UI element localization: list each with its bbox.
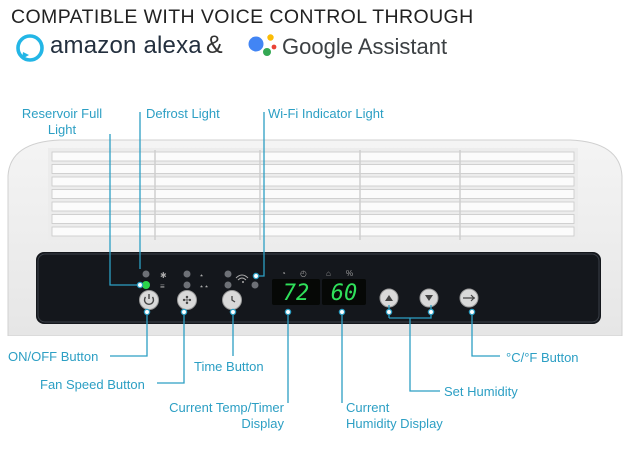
on-off-button-label: ON/OFF Button (8, 349, 99, 364)
humidity-icon: % (346, 269, 353, 278)
fan-speed-button-label: Fan Speed Button (40, 377, 145, 392)
fan-speed-icon: ⋆⋆ (199, 282, 209, 291)
vent-slat (51, 201, 575, 212)
reservoir-full-led (142, 270, 150, 278)
humidity-display-line-1: Current (346, 400, 390, 415)
humidity-digits: 60 (331, 281, 358, 306)
temp-display-line-2: Display (241, 416, 284, 431)
indicator-lights: ✱ ≡ ⋆ ⋆⋆ (142, 270, 259, 291)
reservoir-full-line-1: Reservoir Full (21, 106, 103, 121)
temp-unit-button-label: °C/°F Button (506, 350, 579, 365)
wifi-indicator-led (251, 281, 259, 289)
fan-low-led (183, 270, 191, 278)
wifi-icon (235, 274, 249, 281)
snowflake-icon: ✱ (160, 271, 167, 280)
vent-slat (51, 164, 575, 174)
set-humidity-label: Set Humidity (444, 384, 518, 399)
google-assistant-icon (248, 34, 277, 56)
time-button-label: Time Button (194, 359, 264, 374)
reservoir-full-light-label: Reservoir Full Light (14, 106, 110, 138)
reservoir-full-line-2: Light (47, 122, 77, 137)
alexa-icon (16, 34, 44, 62)
alexa-wordmark: amazon alexa (50, 32, 202, 59)
google-assistant-wordmark: Google Assistant (282, 34, 448, 59)
clock-icon (231, 296, 236, 303)
clock-icon: ◔ (281, 269, 286, 278)
wifi-indicator-light-label: Wi-Fi Indicator Light (268, 106, 384, 121)
vent-grille (48, 148, 578, 240)
current-temp-display (272, 279, 320, 305)
fan-high-led (183, 281, 191, 289)
current-temp-timer-display-label: Current Temp/Timer Display (150, 400, 284, 432)
on-off-button[interactable] (139, 290, 159, 310)
fan-speed-button[interactable]: ✣ (177, 290, 197, 310)
vent-slat (51, 176, 575, 187)
unit-toggle-icon (463, 294, 475, 302)
voice-assistant-brands: amazon alexa & Google Assistant (10, 30, 470, 64)
hourglass-icon: ≡ (160, 282, 165, 291)
unit-toggle-button[interactable] (459, 288, 479, 308)
vent-slat (51, 214, 575, 224)
temp-display-line-1: Current Temp/Timer (169, 400, 284, 415)
current-humidity-display (322, 279, 366, 305)
reservoir-full-led-green (142, 281, 150, 289)
timer-icon: ◴ (300, 269, 307, 278)
vent-slat (51, 151, 575, 162)
temp-digits: 72 (283, 281, 310, 306)
humidity-down-button[interactable] (419, 288, 439, 308)
arrow-up-icon (385, 295, 393, 301)
current-humidity-display-label: Current Humidity Display (346, 400, 443, 432)
power-icon (143, 296, 155, 306)
fan-icon: ✣ (182, 295, 191, 307)
home-icon: ⌂ (326, 269, 331, 278)
mode-led (224, 281, 232, 289)
humidity-display-line-2: Humidity Display (346, 416, 443, 431)
defrost-light-label: Defrost Light (146, 106, 220, 121)
mode-led (224, 270, 232, 278)
ampersand: & (206, 31, 223, 59)
vent-slat (51, 189, 575, 199)
dehumidifier-device: ✱ ≡ ⋆ ⋆⋆ ◔ ◴ ⌂ % 72 60 ✣ (7, 139, 623, 336)
fan-speed-icon: ⋆ (199, 271, 204, 280)
arrow-down-icon (425, 295, 433, 301)
vent-slat (51, 226, 575, 237)
humidity-up-button[interactable] (379, 288, 399, 308)
voice-control-headline: COMPATIBLE WITH VOICE CONTROL THROUGH (11, 6, 474, 28)
